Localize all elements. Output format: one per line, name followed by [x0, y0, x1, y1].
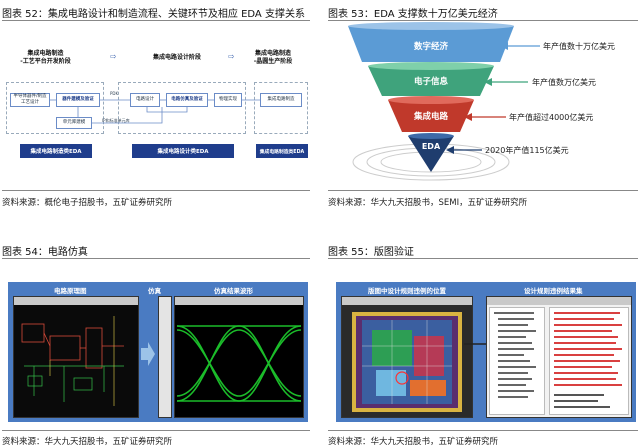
- fig52-stage1-heading: 集成电路制造 -工艺平台开发阶段: [20, 50, 71, 65]
- fig53-label-ic: 集成电路: [413, 112, 448, 122]
- fig53-source-rule: [328, 190, 638, 191]
- fig55-title-rule: [328, 258, 638, 259]
- fig54-waveform-window: [174, 296, 304, 418]
- fig52-node-ic-manufacturing: 集成电路制造: [260, 93, 302, 107]
- fig54-caption-schematic: 电路原理图: [54, 287, 87, 295]
- fig53-note-eda: 2020年产值115亿美元: [485, 146, 569, 155]
- fig55-title: 图表 55：版图验证: [328, 247, 414, 258]
- fig52-node-physical-impl: 物理实现: [214, 93, 242, 107]
- fig53-pyramid: 数字经济 电子信息 集成电路 EDA 年产值数十万亿美元 年产值数万亿美元 年产…: [328, 22, 638, 187]
- fig52-stage3-box: [254, 82, 308, 134]
- fig55-caption-results: 设计规则违例结果集: [524, 287, 583, 295]
- fig52-source: 资料来源：概伦电子招股书，五矿证券研究所: [2, 198, 173, 208]
- fig54-schematic-window: [13, 296, 139, 418]
- fig53-title: 图表 53：EDA 支撑数十万亿美元经济: [328, 9, 498, 20]
- fig52-node-circuit-sim: 电路仿真及验证: [166, 93, 208, 107]
- fig53-label-electronics: 电子信息: [413, 77, 448, 87]
- fig53-level-eda: [408, 136, 454, 172]
- fig53-note-electronics: 年产值数万亿美元: [532, 78, 596, 87]
- fig53-label-digital: 数字经济: [413, 42, 448, 52]
- fig53-level-ic: [388, 100, 474, 132]
- fig52-stage2-box: [118, 82, 246, 134]
- fig55-results-tree: [489, 307, 545, 415]
- fig53-source: 资料来源：华大九天招股书，SEMI，五矿证券研究所: [328, 198, 528, 208]
- fig55-source: 资料来源：华大九天招股书，五矿证券研究所: [328, 437, 499, 447]
- fig55-image: 版图中设计规则违例的位置 设计规则违例结果集: [336, 282, 636, 422]
- fig53-pyramid-graphic: [348, 22, 540, 181]
- fig55-source-rule: [328, 430, 638, 431]
- fig52-stage1-box: [6, 82, 104, 134]
- fig52-label-pdk: PDK: [110, 91, 119, 96]
- fig52-stage2-heading: 集成电路设计阶段: [152, 54, 201, 61]
- fig52-label-ip: IP和标准单元库: [102, 118, 130, 123]
- fig54-caption-simulation: 仿真: [148, 287, 161, 295]
- fig52-stage-arrow-2: ⇨: [228, 52, 235, 61]
- fig54-source: 资料来源：华大九天招股书，五矿证券研究所: [2, 437, 173, 447]
- fig54-source-rule: [2, 430, 310, 431]
- fig53-level-digital: [348, 26, 514, 62]
- fig54-title-rule: [2, 258, 310, 259]
- fig55-caption-layout: 版图中设计规则违例的位置: [368, 287, 446, 295]
- fig53-note-ic: 年产值超过4000亿美元: [509, 113, 594, 122]
- fig52-title: 图表 52：集成电路设计和制造流程、关键环节及相应 EDA 支撑关系: [2, 9, 305, 20]
- fig54-title: 图表 54：电路仿真: [2, 247, 88, 258]
- fig52-node-device-modeling: 器件建模及验证: [56, 93, 100, 107]
- fig55-results-window: [486, 296, 632, 418]
- fig52-eda-manufacturing-1: 集成电路制造类EDA: [20, 144, 92, 158]
- fig52-eda-manufacturing-2: 集成电路制造类EDA: [256, 144, 308, 158]
- fig55-results-list: [549, 307, 629, 415]
- fig52-node-circuit-design: 电路设计: [130, 93, 160, 107]
- fig52-source-rule: [2, 190, 310, 191]
- fig54-sim-window: [158, 296, 172, 418]
- fig52-diagram: 集成电路制造 -工艺平台开发阶段 ⇨ 集成电路设计阶段 ⇨ 集成电路制造 -晶圆…: [2, 40, 310, 165]
- fig55-layout-drawing: [352, 312, 462, 412]
- fig53-label-eda: EDA: [421, 142, 441, 151]
- fig53-level-electronics: [368, 66, 494, 96]
- fig52-node-process-design: 半导体器件/制造 工艺设计: [10, 93, 50, 107]
- fig54-caption-waveform: 仿真结果波形: [214, 287, 253, 295]
- fig52-stage-arrow-1: ⇨: [110, 52, 117, 61]
- fig54-image: 电路原理图 仿真 仿真结果波形: [8, 282, 308, 422]
- fig52-stage3-heading: 集成电路制造 -晶圆生产阶段: [253, 50, 293, 65]
- fig54-arrow-icon: [141, 342, 155, 366]
- fig55-layout-window: [341, 296, 473, 418]
- fig53-note-digital: 年产值数十万亿美元: [543, 42, 615, 51]
- fig53-title-rule: [328, 20, 638, 21]
- fig54-schematic-drawing: [21, 316, 124, 406]
- fig54-eye-diagram: [176, 325, 302, 402]
- fig52-node-cell-library: 单元库建模: [56, 117, 92, 129]
- fig52-connectors: [50, 99, 260, 124]
- fig52-title-rule: [2, 20, 310, 21]
- fig52-eda-design: 集成电路设计类EDA: [132, 144, 234, 158]
